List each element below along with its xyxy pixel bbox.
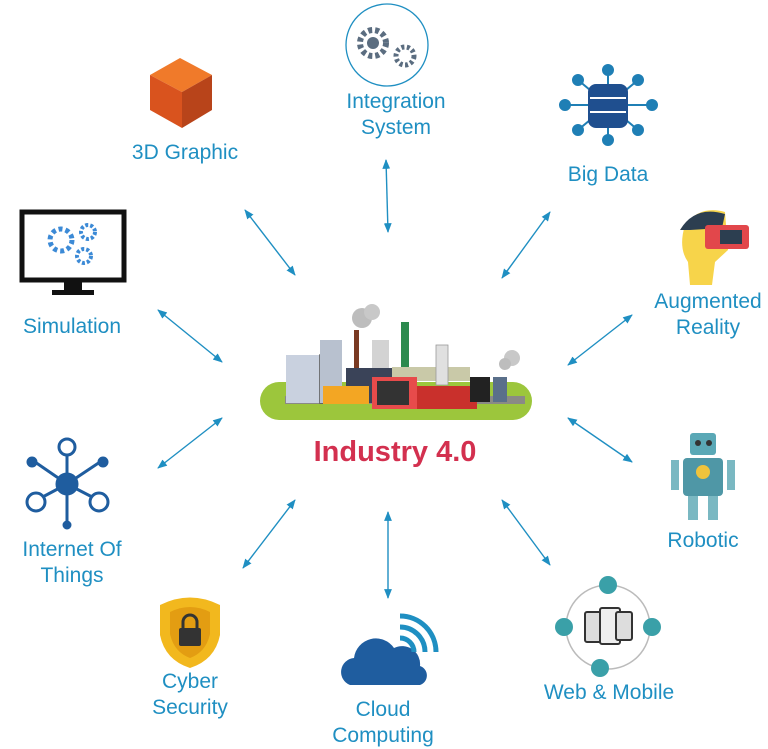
arrow-cyber-security [242, 499, 296, 569]
monitor-gears-icon [19, 209, 127, 295]
node-label-robotic: Robotic [667, 528, 738, 554]
node-label-web-mobile: Web & Mobile [544, 680, 674, 706]
label-line: Reality [675, 316, 741, 339]
arrow-integration-system [382, 159, 392, 233]
node-label-simulation: Simulation [23, 314, 121, 340]
label-line: Cyber [161, 670, 219, 693]
label-line: Big Data [567, 163, 649, 186]
label-line: Integration [346, 90, 446, 113]
arrow-web-mobile [501, 499, 551, 566]
arrow-big-data [501, 211, 551, 279]
database-icon [559, 64, 658, 146]
devices-icon [555, 576, 661, 677]
cloud-wifi-icon [341, 613, 439, 685]
shield-lock-icon [160, 597, 220, 668]
cube-icon [150, 58, 212, 128]
arrow-internet-of-things [157, 417, 223, 469]
label-line: Robotic [667, 529, 739, 552]
node-label-big-data: Big Data [568, 162, 649, 188]
label-line: 3D Graphic [131, 141, 239, 164]
factory-icon [260, 304, 532, 420]
vr-headset-icon [680, 210, 749, 285]
label-line: Internet Of [22, 538, 122, 561]
label-line: Computing [332, 724, 434, 747]
robot-icon [671, 433, 735, 520]
network-hub-icon [25, 437, 110, 530]
label-line: Security [152, 696, 228, 719]
arrow-robotic [567, 417, 633, 463]
label-line: Cloud [355, 698, 411, 721]
label-line: System [360, 116, 431, 139]
diagram-title: Industry 4.0 [313, 436, 477, 468]
arrow-simulation [157, 309, 223, 363]
arrow-augmented-reality [567, 314, 633, 366]
arrow-3d-graphic [244, 209, 296, 276]
label-line: Web & Mobile [543, 681, 675, 704]
label-line: Simulation [22, 315, 122, 338]
gears-icon [345, 3, 429, 87]
node-label-internet-of-things: Internet Of Things [22, 537, 121, 589]
node-label-3d-graphic: 3D Graphic [132, 140, 238, 166]
label-line: Augmented [654, 290, 762, 313]
label-line: Things [40, 564, 104, 587]
